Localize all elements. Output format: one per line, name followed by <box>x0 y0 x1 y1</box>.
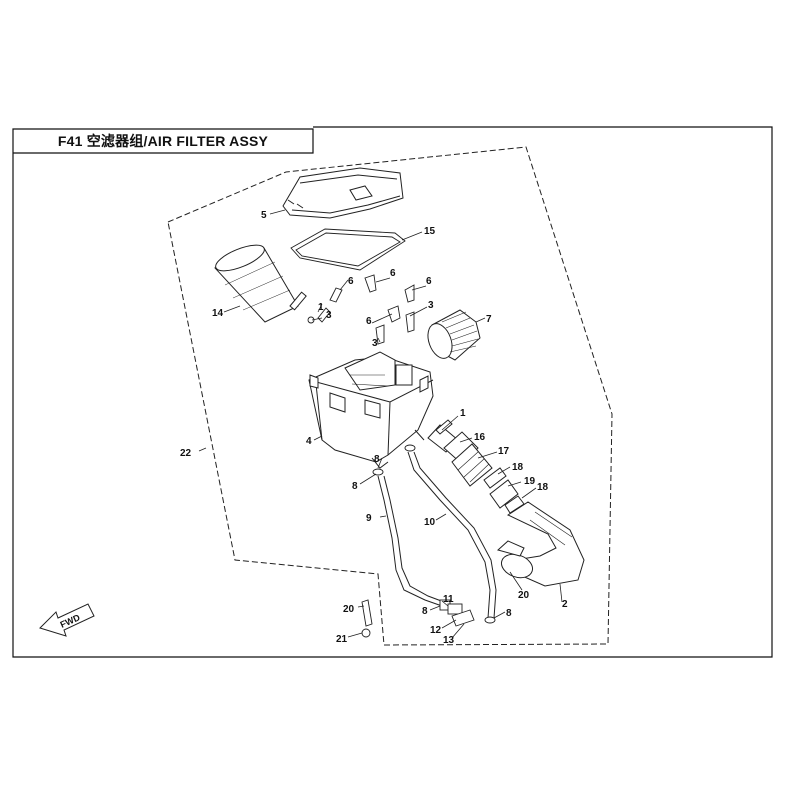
callout-20: 20 <box>518 590 530 601</box>
callout-18: 18 <box>537 482 549 493</box>
callout-14: 14 <box>212 308 224 319</box>
callout-6: 6 <box>390 268 396 279</box>
callout-6: 6 <box>348 276 354 287</box>
callout-20: 20 <box>343 604 355 615</box>
page-title: F41 空滤器组/AIR FILTER ASSY <box>57 133 269 149</box>
callout-6: 6 <box>366 316 372 327</box>
intake-bellows <box>427 309 481 361</box>
callout-8: 8 <box>506 608 512 619</box>
callout-10: 10 <box>424 517 436 528</box>
fwd-arrow: FWD <box>39 603 95 637</box>
assembly-boundary <box>167 146 613 646</box>
callout-3: 3 <box>428 300 434 311</box>
callout-16: 16 <box>474 432 486 443</box>
callout-5: 5 <box>261 210 267 221</box>
callout-8: 8 <box>374 454 380 465</box>
callout-3: 3 <box>372 338 378 349</box>
callout-4: 4 <box>306 436 312 447</box>
callout-15: 15 <box>424 226 436 237</box>
airbox-body <box>308 351 434 469</box>
callout-6: 6 <box>426 276 432 287</box>
vent-hose <box>407 451 497 619</box>
strap-and-screw <box>361 599 373 638</box>
callout-8: 8 <box>422 606 428 617</box>
callout-2: 2 <box>562 599 568 610</box>
drain-parts <box>372 444 496 627</box>
callout-18: 18 <box>512 462 524 473</box>
callout-13: 13 <box>443 635 455 646</box>
callout-8: 8 <box>352 481 358 492</box>
filter-element <box>214 244 307 323</box>
fittings <box>307 274 415 345</box>
hose-clamp <box>496 540 525 557</box>
callout-11: 11 <box>443 594 454 605</box>
callout-22: 22 <box>180 448 192 459</box>
callout-1: 1 <box>318 302 324 313</box>
callout-12: 12 <box>430 625 442 636</box>
airbox-lid <box>282 167 404 219</box>
coupler-stack <box>427 419 525 514</box>
callouts: 5 15 14 6 1 3 6 6 3 6 3 7 22 4 8 8 9 1 1… <box>180 210 568 646</box>
gasket <box>290 228 406 271</box>
callout-7: 7 <box>486 314 492 325</box>
callout-9: 9 <box>366 513 372 524</box>
intake-boot <box>501 501 585 587</box>
drain-hose <box>377 475 445 607</box>
outer-frame <box>12 126 773 658</box>
callout-17: 17 <box>498 446 510 457</box>
callout-3: 3 <box>326 310 332 321</box>
callout-21: 21 <box>336 634 348 645</box>
leader-lines <box>198 209 563 639</box>
callout-1: 1 <box>460 408 466 419</box>
callout-19: 19 <box>524 476 536 487</box>
